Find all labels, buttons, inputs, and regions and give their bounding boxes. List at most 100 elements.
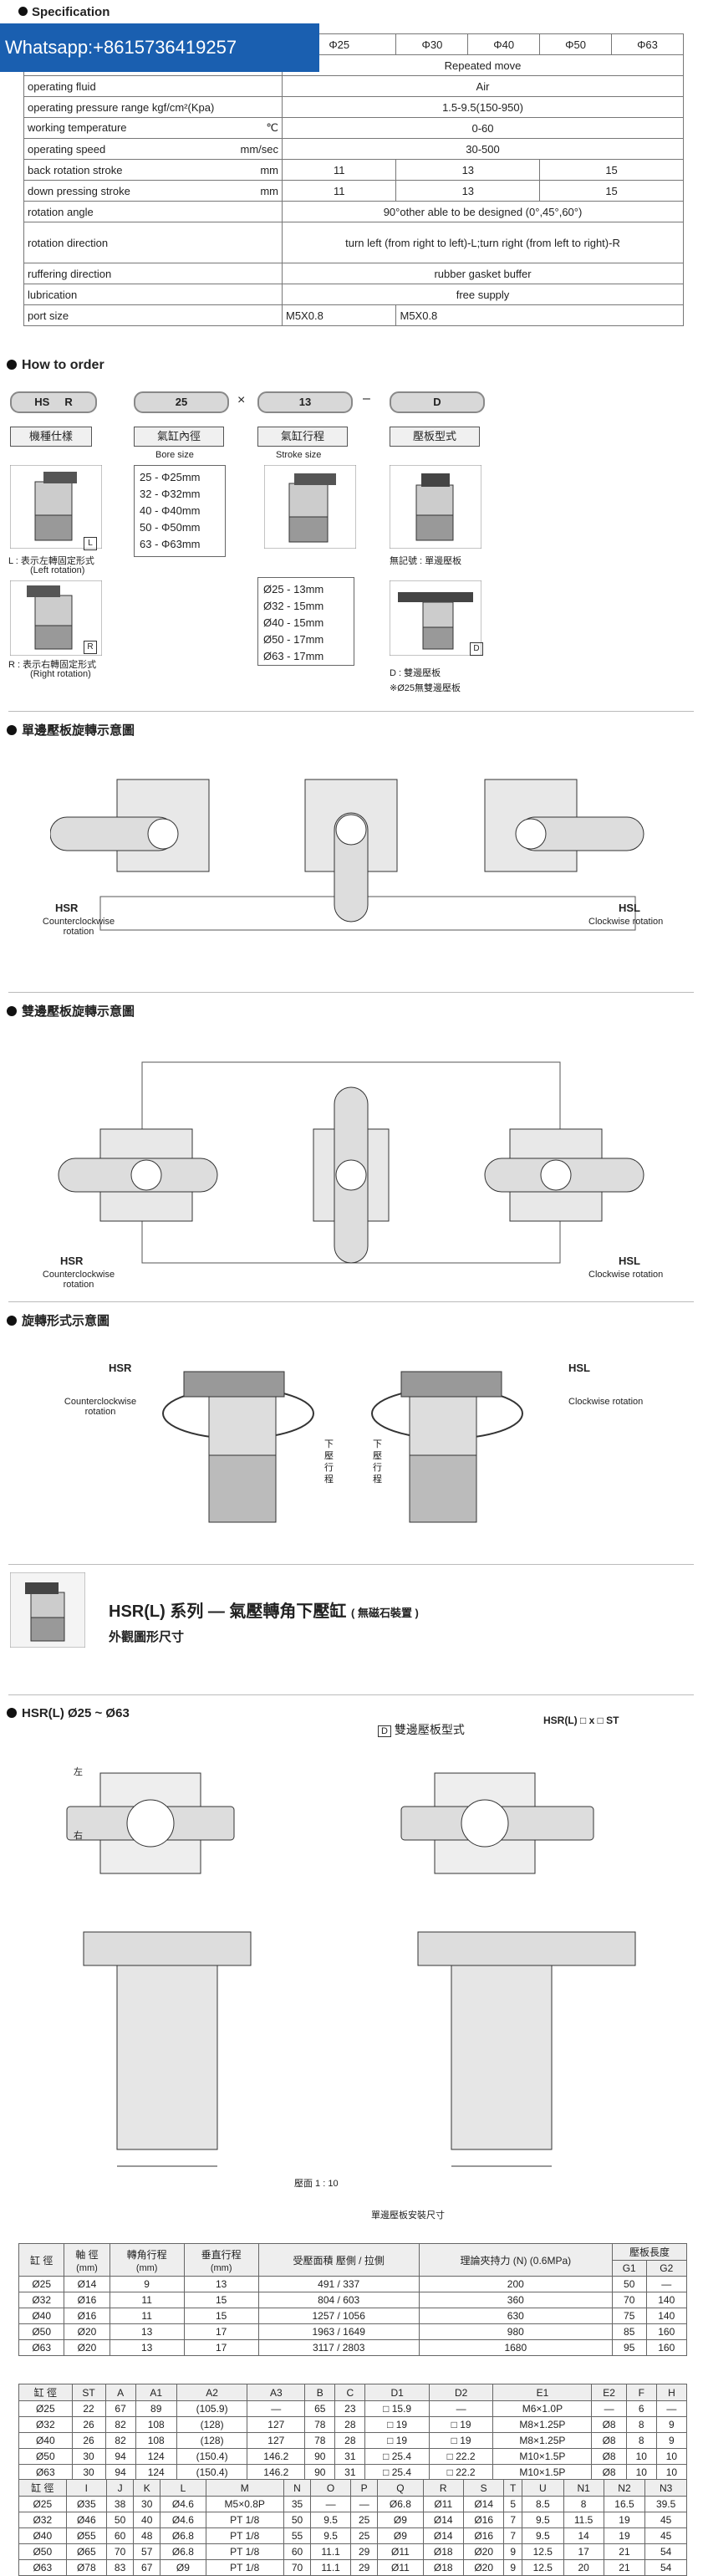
table-cell: 26 bbox=[71, 2416, 106, 2433]
table-cell: Ø16 bbox=[64, 2308, 110, 2324]
table-cell: 1963 / 1649 bbox=[257, 2323, 420, 2340]
table-cell: 67 bbox=[133, 2559, 161, 2576]
table-header-cell: E2 bbox=[591, 2384, 627, 2401]
table-cell: Ø8 bbox=[591, 2464, 627, 2481]
table-cell: (150.4) bbox=[176, 2448, 248, 2465]
table-cell: Ø9 bbox=[377, 2512, 424, 2528]
table-cell: Ø14 bbox=[422, 2512, 464, 2528]
double-hsr-desc: Counterclockwise rotation bbox=[42, 1270, 115, 1290]
single-hsr-desc: Counterclockwise rotation bbox=[42, 917, 115, 937]
table-cell: PT 1/8 bbox=[205, 2512, 284, 2528]
table-cell: 804 / 603 bbox=[257, 2292, 420, 2308]
double-plate-type: D 雙邊壓板型式 bbox=[378, 1721, 465, 1738]
table-cell: 9.5 bbox=[310, 2527, 352, 2544]
table-cell: 78 bbox=[304, 2432, 336, 2449]
table-cell: Ø78 bbox=[65, 2559, 108, 2576]
table-cell: 127 bbox=[247, 2416, 306, 2433]
rotation-form-heading: 旋轉形式示意圖 bbox=[7, 1311, 110, 1329]
table-cell: Ø40 bbox=[18, 2308, 65, 2324]
table-cell: 40 bbox=[133, 2512, 161, 2528]
table-cell: 35 bbox=[283, 2496, 312, 2512]
table-cell: Ø11 bbox=[377, 2543, 424, 2560]
code-bore-pill: 25 bbox=[134, 391, 229, 413]
double-hsr-label: HSR bbox=[60, 1255, 84, 1267]
table-cell: 19 bbox=[603, 2527, 646, 2544]
down-stroke-label-left: 下壓行程 bbox=[324, 1439, 334, 1485]
table-cell: Ø25 bbox=[18, 2400, 73, 2417]
table-header-cell: F bbox=[625, 2384, 657, 2401]
table-cell: 55 bbox=[283, 2527, 312, 2544]
table-cell: 10 bbox=[625, 2448, 657, 2465]
drawing-ratio: 壓面 1 : 10 bbox=[294, 2179, 339, 2189]
table-cell: — bbox=[645, 2276, 688, 2292]
drawing-note: 單邊壓板安裝尺寸 bbox=[371, 2211, 445, 2221]
table-cell: 30 bbox=[71, 2448, 106, 2465]
table-header-cell: I bbox=[65, 2479, 108, 2497]
table-cell: 8.5 bbox=[521, 2496, 564, 2512]
label-bore: 氣缸內徑 bbox=[134, 427, 224, 447]
table-cell: 140 bbox=[645, 2292, 688, 2308]
double-rotation-diagram bbox=[58, 1061, 644, 1264]
table-cell: 90 bbox=[304, 2448, 336, 2465]
table-cell: 630 bbox=[418, 2308, 613, 2324]
bullet-icon bbox=[7, 1316, 17, 1326]
table-cell: 10 bbox=[625, 2464, 657, 2481]
table-header-cell: D1 bbox=[364, 2384, 430, 2401]
bore-size-label: Bore size bbox=[155, 450, 194, 460]
drawing-right-label: 右 bbox=[74, 1831, 83, 1841]
single-hsl-label: HSL bbox=[619, 902, 640, 914]
table-header-cell: 缸 徑 bbox=[18, 2479, 67, 2497]
table-cell: Ø11 bbox=[422, 2496, 464, 2512]
table-header-cell: L bbox=[160, 2479, 206, 2497]
table-cell: 83 bbox=[106, 2559, 135, 2576]
table-cell: 54 bbox=[644, 2543, 687, 2560]
table-cell: 78 bbox=[304, 2416, 336, 2433]
table-cell: 9 bbox=[503, 2543, 522, 2560]
table-cell: 12.5 bbox=[521, 2559, 564, 2576]
table-header-cell: ST bbox=[71, 2384, 106, 2401]
table-cell: Ø4.6 bbox=[160, 2512, 206, 2528]
table-cell: 75 bbox=[611, 2308, 647, 2324]
table-cell: Ø46 bbox=[65, 2512, 108, 2528]
single-hsl-desc: Clockwise rotation bbox=[588, 917, 664, 927]
table-cell: Ø63 bbox=[18, 2339, 65, 2356]
bullet-icon bbox=[7, 725, 17, 735]
table-cell: 28 bbox=[334, 2432, 366, 2449]
table-cell: 95 bbox=[611, 2339, 647, 2356]
table-cell: Ø6.8 bbox=[160, 2527, 206, 2544]
whatsapp-banner[interactable]: Whatsapp:+8615736419257 bbox=[0, 23, 319, 72]
table-cell: 15 bbox=[183, 2308, 259, 2324]
table-cell: 23 bbox=[334, 2400, 366, 2417]
code-plate-pill: D bbox=[390, 391, 485, 413]
table-bore-force: 缸 徑 軸 徑(mm) 轉角行程(mm) 垂直行程(mm) 受壓面積 壓側 / … bbox=[18, 2243, 688, 2356]
rotform-hsr-label: HSR bbox=[109, 1362, 132, 1374]
table-header-cell: C bbox=[334, 2384, 366, 2401]
table-cell: 108 bbox=[135, 2416, 177, 2433]
single-plate-image bbox=[390, 465, 481, 549]
table-header-cell: N2 bbox=[603, 2479, 646, 2497]
table-cell: M10×1.5P bbox=[492, 2464, 593, 2481]
tag-l: L bbox=[84, 537, 97, 550]
table-cell: 82 bbox=[104, 2416, 136, 2433]
spec-heading: Specification bbox=[18, 5, 110, 19]
table-header-cell: N3 bbox=[644, 2479, 687, 2497]
table-cell: — bbox=[655, 2400, 688, 2417]
spec-title: Specification bbox=[32, 5, 110, 19]
left-note-en: (Left rotation) bbox=[30, 565, 85, 575]
table-cell: □ 22.2 bbox=[428, 2448, 494, 2465]
table-cell: 38 bbox=[106, 2496, 135, 2512]
single-rotation-diagram bbox=[50, 779, 644, 931]
stroke-size-label: Stroke size bbox=[276, 450, 322, 460]
table-cell: 60 bbox=[106, 2527, 135, 2544]
